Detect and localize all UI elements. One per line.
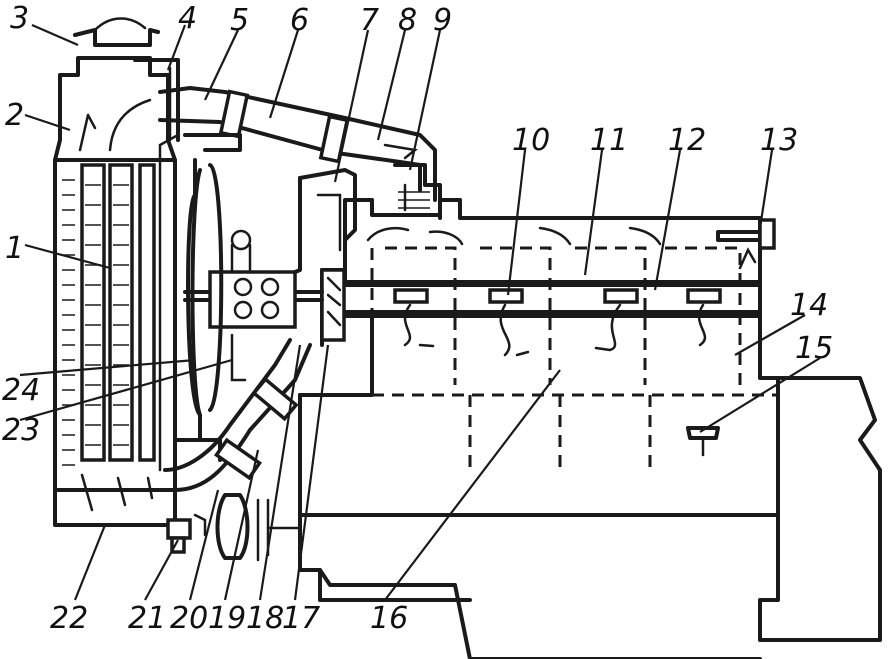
filler-cap bbox=[73, 17, 160, 47]
nozzle-4 bbox=[686, 288, 722, 304]
block-drain bbox=[686, 426, 720, 457]
nozzle-3 bbox=[603, 288, 639, 304]
crank-pulley bbox=[215, 493, 302, 562]
radiator-tube-1 bbox=[80, 163, 106, 462]
label-21: 21 bbox=[128, 601, 166, 636]
nozzle-2 bbox=[488, 288, 524, 304]
label-9: 9 bbox=[433, 3, 452, 38]
radiator-tube-2 bbox=[108, 163, 134, 462]
part-labels: 1 2 3 4 5 6 7 8 9 10 11 12 13 14 15 16 1… bbox=[2, 1, 833, 636]
label-13: 13 bbox=[760, 123, 798, 158]
label-2: 2 bbox=[5, 98, 24, 133]
label-14: 14 bbox=[790, 288, 828, 323]
label-17: 17 bbox=[282, 601, 320, 636]
label-4: 4 bbox=[178, 1, 197, 36]
head-plug bbox=[716, 218, 776, 250]
overflow-pipe bbox=[133, 58, 180, 142]
head-flow-arrows bbox=[366, 226, 757, 270]
water-jacket bbox=[370, 246, 780, 470]
hose-clamp-2 bbox=[318, 114, 350, 164]
lower-hose bbox=[163, 338, 312, 492]
label-22: 22 bbox=[50, 601, 88, 636]
label-15: 15 bbox=[795, 331, 833, 366]
label-24: 24 bbox=[2, 373, 40, 408]
label-7: 7 bbox=[360, 3, 379, 38]
fan-shaft bbox=[183, 229, 324, 329]
label-12: 12 bbox=[668, 123, 706, 158]
label-11: 11 bbox=[590, 123, 628, 158]
engine-block bbox=[298, 198, 882, 659]
label-1: 1 bbox=[5, 231, 24, 266]
label-8: 8 bbox=[398, 3, 417, 38]
leader-lines bbox=[19, 23, 821, 601]
water-pump bbox=[286, 168, 357, 347]
head-plug-cap bbox=[758, 218, 776, 250]
bearing-housing bbox=[208, 270, 297, 329]
label-23: 23 bbox=[2, 413, 40, 448]
upper-hose bbox=[158, 86, 437, 202]
label-3: 3 bbox=[10, 1, 29, 36]
label-19: 19 bbox=[208, 601, 246, 636]
drain-tap-valve bbox=[170, 536, 186, 554]
radiator-tube-3 bbox=[138, 163, 156, 462]
fan bbox=[158, 133, 224, 472]
radiator bbox=[53, 56, 177, 527]
nozzle-1 bbox=[393, 288, 429, 304]
label-16: 16 bbox=[370, 601, 408, 636]
label-5: 5 bbox=[230, 3, 249, 38]
label-18: 18 bbox=[246, 601, 284, 636]
label-10: 10 bbox=[512, 123, 550, 158]
label-6: 6 bbox=[290, 3, 309, 38]
drain-tap bbox=[166, 513, 207, 554]
drain-tap-body bbox=[166, 518, 192, 540]
label-20: 20 bbox=[170, 601, 208, 636]
distribution-tube bbox=[343, 283, 762, 357]
